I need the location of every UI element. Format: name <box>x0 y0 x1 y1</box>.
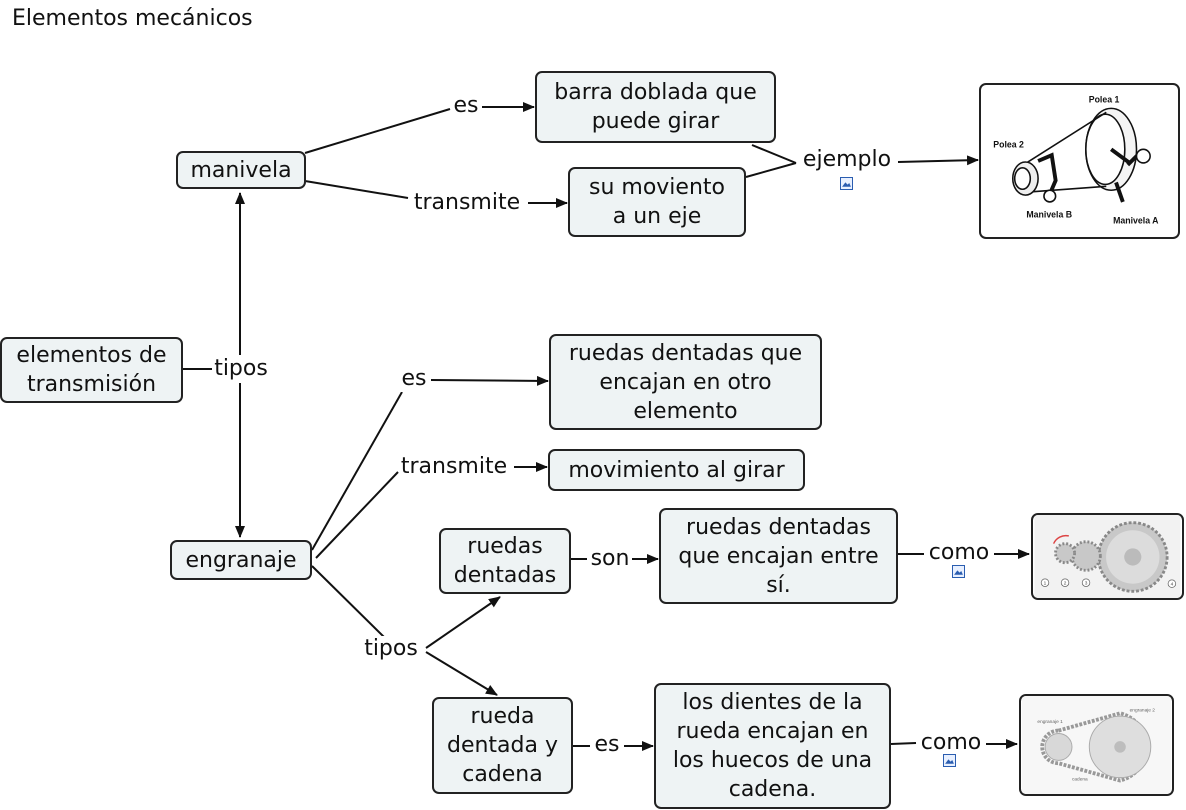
line-eje-ejemplo <box>745 162 797 178</box>
gear-label: 1 <box>1044 581 1047 587</box>
gears-illustration: 1 2 3 4 <box>1034 515 1181 598</box>
node-ruedas-encajan-si[interactable]: ruedas dentadas que encajan entre sí. <box>659 508 898 604</box>
node-elementos[interactable]: elementos de transmisión <box>0 337 183 403</box>
link-como-ruedas[interactable]: como <box>927 540 991 566</box>
line-dientes-como <box>890 742 917 745</box>
link-como-cadena[interactable]: como <box>919 730 983 756</box>
link-es-engranaje[interactable]: es <box>400 366 428 392</box>
line-tipos-ruedas <box>425 596 501 649</box>
line-ejemplo-image <box>897 155 979 166</box>
link-transmite-manivela[interactable]: transmite <box>412 190 522 216</box>
node-ruedas-encajan-otro[interactable]: ruedas dentadas que encajan en otro elem… <box>549 334 822 430</box>
line-barra-ejemplo <box>751 144 797 164</box>
line-manivela-es <box>304 108 451 154</box>
node-movimiento-girar[interactable]: movimiento al girar <box>548 449 805 491</box>
node-rueda-cadena[interactable]: rueda dentada y cadena <box>432 697 573 794</box>
picture-icon[interactable] <box>952 565 965 578</box>
chain-drive-illustration: engranaje 1 engranaje 2 cadena <box>1022 696 1171 794</box>
link-tipos-bottom[interactable]: tipos <box>363 636 419 662</box>
image-engranajes[interactable]: 1 2 3 4 <box>1031 513 1184 600</box>
line-manivela-transmite <box>304 180 409 199</box>
node-barra[interactable]: barra doblada que puede girar <box>535 71 776 143</box>
node-dientes[interactable]: los dientes de la rueda encajan en los h… <box>654 683 891 809</box>
label-polea-1: Polea 1 <box>1089 95 1120 105</box>
link-ejemplo[interactable]: ejemplo <box>801 147 893 173</box>
line-tipos-cadena <box>425 651 498 696</box>
line-es-ruedas <box>430 375 549 386</box>
link-son[interactable]: son <box>589 546 631 572</box>
label-manivela-a: Manivela A <box>1113 215 1159 225</box>
link-tipos-top[interactable]: tipos <box>213 356 269 382</box>
node-manivela[interactable]: manivela <box>176 151 306 189</box>
line-engranaje-transmite <box>315 471 399 559</box>
gear-label: 2 <box>1064 581 1067 587</box>
gear-label: 4 <box>1171 582 1174 588</box>
link-transmite-engranaje[interactable]: transmite <box>399 454 509 480</box>
picture-icon[interactable] <box>840 177 853 190</box>
line-engranaje-es <box>311 391 403 551</box>
map-title: Elementos mecánicos <box>12 6 253 31</box>
link-es-cadena[interactable]: es <box>593 732 621 758</box>
node-engranaje[interactable]: engranaje <box>170 540 312 580</box>
pulley-crank-illustration: Polea 1 Polea 2 Manivela A Manivela B <box>993 95 1159 226</box>
label-engranaje-2: engranaje 2 <box>1130 707 1156 713</box>
node-ruedas-dentadas[interactable]: ruedas dentadas <box>439 528 571 594</box>
image-cadena[interactable]: engranaje 1 engranaje 2 cadena <box>1019 694 1174 796</box>
label-manivela-b: Manivela B <box>1026 210 1072 220</box>
label-engranaje-1: engranaje 1 <box>1037 719 1063 725</box>
node-movimiento-eje[interactable]: su moviento a un eje <box>568 167 746 237</box>
label-polea-2: Polea 2 <box>993 139 1024 149</box>
picture-icon[interactable] <box>943 754 956 767</box>
link-es-manivela[interactable]: es <box>452 93 480 119</box>
label-cadena: cadena <box>1072 777 1088 783</box>
line-engranaje-tipos <box>311 565 385 638</box>
gear-label: 3 <box>1085 581 1088 587</box>
image-manivela-poleas[interactable]: Polea 1 Polea 2 Manivela A Manivela B <box>979 83 1180 239</box>
